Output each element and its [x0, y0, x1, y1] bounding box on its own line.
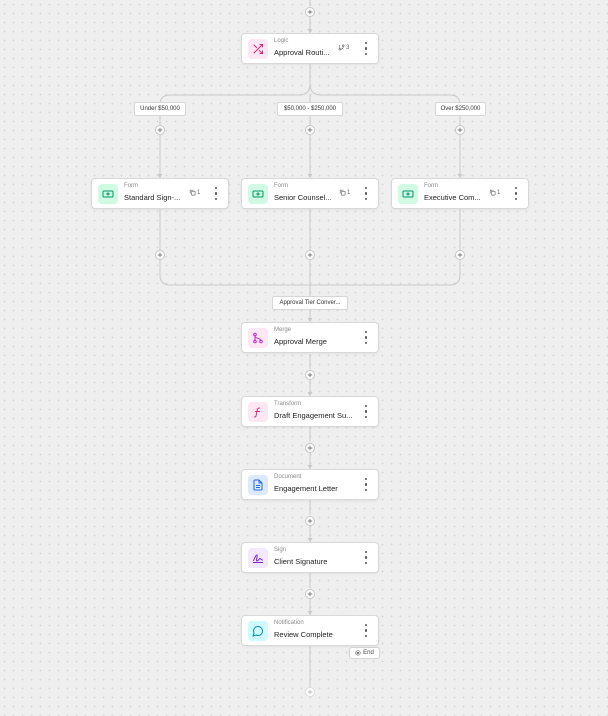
field-count-badge: 1 [489, 189, 500, 196]
node-name: Review Complete [274, 630, 333, 639]
form-node-senior[interactable]: Form Senior Counsel... 1 [241, 178, 379, 209]
node-type-label: Form [124, 183, 138, 189]
add-step-button[interactable] [305, 250, 315, 260]
plus-icon [307, 518, 313, 524]
form-node-standard[interactable]: Form Standard Sign-... 1 [91, 178, 229, 209]
field-count: 1 [497, 189, 501, 196]
node-name: Executive Com... [424, 193, 481, 202]
more-options-button[interactable] [364, 42, 368, 55]
plus-icon [157, 127, 163, 133]
end-label: End [363, 650, 374, 656]
form-icon [248, 184, 268, 204]
form-icon [98, 184, 118, 204]
copy-icon [189, 189, 196, 196]
field-count: 1 [347, 189, 351, 196]
more-options-button[interactable] [514, 187, 518, 200]
branch-count: 3 [346, 44, 350, 51]
node-type-label: Transform [274, 401, 302, 407]
node-name: Standard Sign-... [124, 193, 181, 202]
converge-label: Approval Tier Conver... [272, 296, 348, 310]
function-icon [248, 402, 268, 422]
add-step-button[interactable] [455, 125, 465, 135]
node-name: Approval Routi... [274, 48, 330, 57]
plus-icon [307, 252, 313, 258]
node-type-label: Document [274, 474, 302, 480]
add-step-button[interactable] [455, 250, 465, 260]
add-step-button[interactable] [305, 370, 315, 380]
branch-label-mid: $50,000 - $250,000 [277, 102, 343, 116]
more-options-button[interactable] [364, 405, 368, 418]
merge-node[interactable]: Merge Approval Merge [241, 322, 379, 353]
add-step-button[interactable] [305, 443, 315, 453]
plus-icon [457, 127, 463, 133]
merge-icon [248, 328, 268, 348]
node-name: Client Signature [274, 557, 328, 566]
plus-icon [457, 252, 463, 258]
transform-node[interactable]: Transform Draft Engagement Su... [241, 396, 379, 427]
shuffle-icon [248, 39, 268, 59]
signature-icon [248, 548, 268, 568]
plus-icon [307, 689, 313, 695]
node-type-label: Form [424, 183, 438, 189]
add-step-button[interactable] [305, 589, 315, 599]
plus-icon [307, 372, 313, 378]
branch-label-over: Over $250,000 [435, 102, 486, 116]
node-type-label: Notification [274, 620, 304, 626]
plus-icon [307, 9, 313, 15]
more-options-button[interactable] [364, 331, 368, 344]
node-name: Approval Merge [274, 337, 327, 346]
plus-icon [307, 591, 313, 597]
field-count-badge: 1 [339, 189, 350, 196]
add-step-button[interactable] [305, 125, 315, 135]
add-step-button[interactable] [155, 250, 165, 260]
node-type-label: Form [274, 183, 288, 189]
node-name: Senior Counsel... [274, 193, 332, 202]
more-options-button[interactable] [214, 187, 218, 200]
document-node[interactable]: Document Engagement Letter [241, 469, 379, 500]
copy-icon [339, 189, 346, 196]
plus-icon [307, 127, 313, 133]
message-icon [248, 621, 268, 641]
notification-node[interactable]: Notification Review Complete [241, 615, 379, 646]
plus-icon [157, 252, 163, 258]
copy-icon [489, 189, 496, 196]
branch-icon [338, 44, 345, 51]
plus-icon [307, 445, 313, 451]
node-name: Engagement Letter [274, 484, 338, 493]
add-step-button[interactable] [305, 516, 315, 526]
field-count: 1 [197, 189, 201, 196]
node-type-label: Sign [274, 547, 287, 553]
sign-node[interactable]: Sign Client Signature [241, 542, 379, 573]
end-button[interactable]: End [349, 647, 380, 659]
logic-node[interactable]: Logic Approval Routi... 3 [241, 33, 379, 64]
node-type-label: Merge [274, 327, 292, 333]
add-step-button[interactable] [305, 687, 315, 697]
form-node-executive[interactable]: Form Executive Com... 1 [391, 178, 529, 209]
node-type-label: Logic [274, 38, 289, 44]
more-options-button[interactable] [364, 551, 368, 564]
add-step-button[interactable] [155, 125, 165, 135]
document-icon [248, 475, 268, 495]
field-count-badge: 1 [189, 189, 200, 196]
more-options-button[interactable] [364, 624, 368, 637]
more-options-button[interactable] [364, 187, 368, 200]
node-name: Draft Engagement Su... [274, 411, 353, 420]
branch-count-badge: 3 [338, 44, 349, 51]
add-step-button[interactable] [305, 7, 315, 17]
form-icon [398, 184, 418, 204]
branch-label-under: Under $50,000 [134, 102, 186, 116]
stop-circle-icon [355, 650, 361, 656]
more-options-button[interactable] [364, 478, 368, 491]
